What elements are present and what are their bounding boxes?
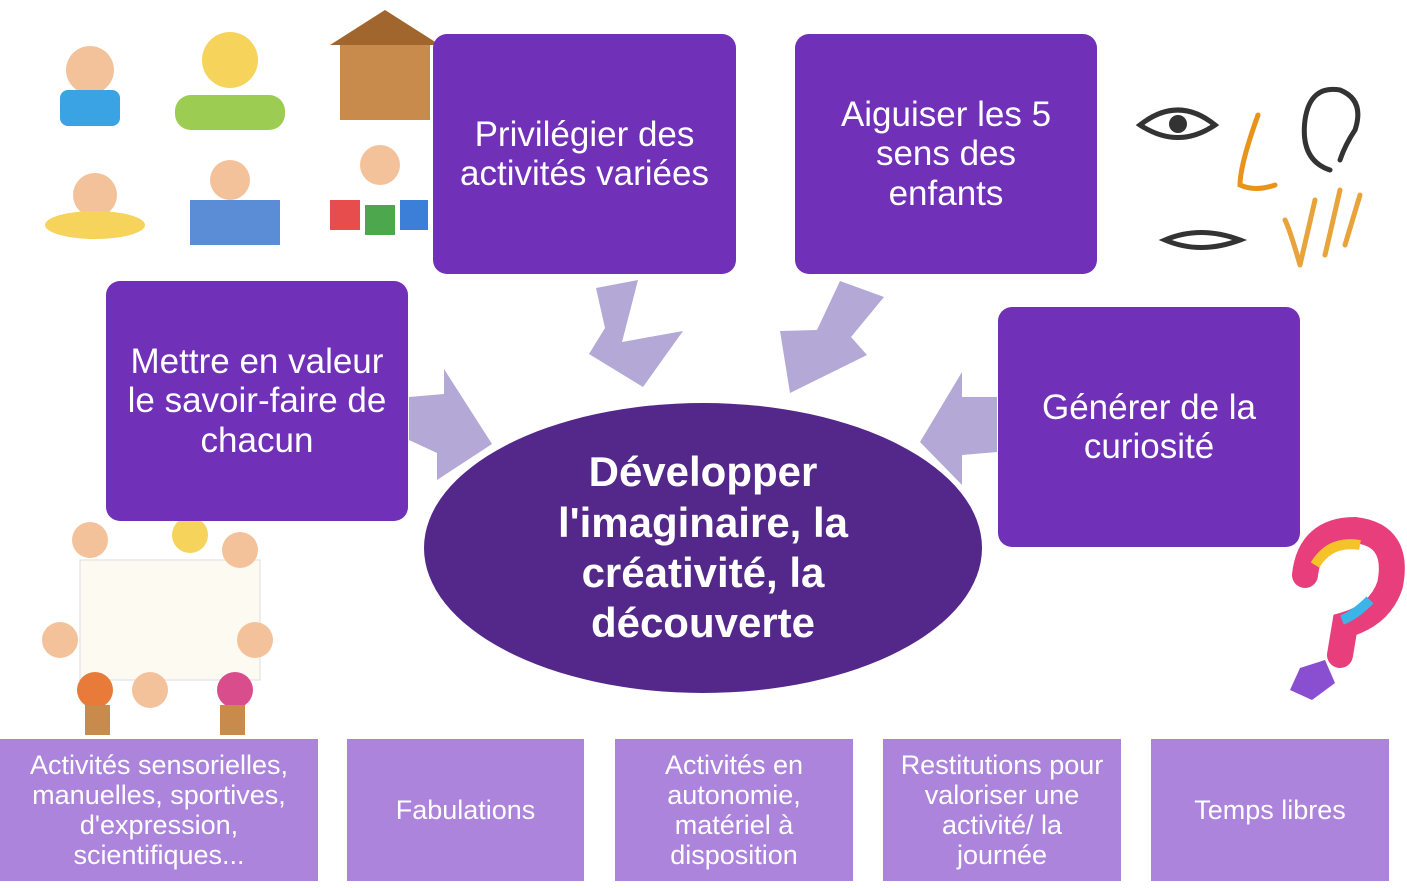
senses-illustration-icon xyxy=(1135,86,1363,268)
box-generer: Générer de la curiosité xyxy=(998,307,1300,547)
arrow-aiguiser xyxy=(780,281,884,393)
arrow-mettre xyxy=(409,369,492,480)
central-ellipse: Développer l'imaginaire, la créativité, … xyxy=(424,403,982,693)
box-aiguiser: Aiguiser les 5 sens des enfants xyxy=(795,34,1097,274)
bottom-box-1: Activités sensorielles, manuelles, sport… xyxy=(0,739,318,881)
bottom-box-4: Restitutions pour valoriser une activité… xyxy=(883,739,1121,881)
box-mettre: Mettre en valeur le savoir-faire de chac… xyxy=(106,281,408,521)
children-illustration-icon xyxy=(45,10,440,245)
arrow-privilegier xyxy=(589,280,683,387)
arrow-generer xyxy=(920,372,997,485)
children-drawing-illustration-icon xyxy=(42,517,273,735)
bottom-box-5: Temps libres xyxy=(1151,739,1389,881)
question-mark-illustration-icon xyxy=(1290,516,1405,700)
box-privilegier: Privilégier des activités variées xyxy=(433,34,736,274)
bottom-box-2: Fabulations xyxy=(347,739,584,881)
bottom-box-3: Activités en autonomie, matériel à dispo… xyxy=(615,739,853,881)
